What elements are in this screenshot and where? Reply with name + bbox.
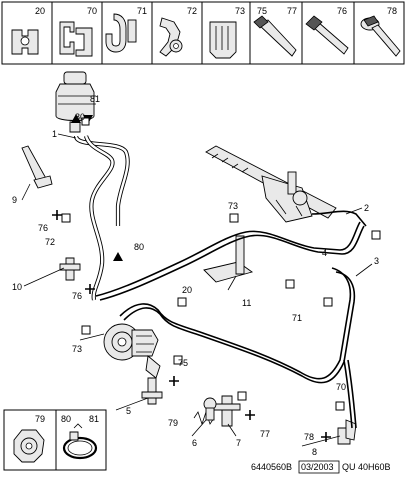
callout-10: 10	[12, 282, 22, 292]
callout-78: 78	[304, 432, 314, 442]
part-ref-76: 76	[337, 6, 347, 16]
leader-lines	[21, 133, 373, 447]
callout-3: 3	[374, 256, 379, 266]
bracket-9	[21, 145, 53, 189]
callout-80b: 80	[134, 242, 144, 252]
junction-squares	[61, 117, 381, 411]
callout-8: 8	[312, 447, 317, 457]
bracket-7	[213, 395, 241, 427]
footer-code: 6440560B	[251, 462, 292, 472]
nut-icon	[13, 429, 45, 463]
bracket-clip-icon	[159, 17, 183, 57]
callout-1: 1	[52, 129, 57, 139]
callout-73: 73	[228, 201, 238, 211]
callout-81: 81	[90, 94, 100, 104]
part-ref-73: 73	[235, 6, 245, 16]
spring-clamp-79	[193, 410, 215, 426]
bracket-8	[337, 419, 357, 445]
flow-arrow-80-top	[71, 114, 81, 123]
bracket-5	[141, 377, 163, 405]
inset-ref-81: 81	[89, 414, 99, 424]
callout-70: 70	[336, 382, 346, 392]
double-clip-icon	[59, 21, 93, 57]
part-ref-72: 72	[187, 6, 197, 16]
part-ref-20: 20	[35, 6, 45, 16]
callout-6: 6	[192, 438, 197, 448]
screw-icon	[253, 15, 297, 57]
part-ref-77: 77	[287, 6, 297, 16]
fastener-clip-icon	[209, 21, 237, 59]
part-ref-70: 70	[87, 6, 97, 16]
footer-date: 03/2003	[301, 462, 334, 472]
fixing-markers	[52, 210, 331, 442]
callout-20: 20	[182, 285, 192, 295]
clip-icon	[11, 29, 39, 55]
part-ref-78: 78	[387, 6, 397, 16]
footer-ref: QU 40H60B	[342, 462, 391, 472]
footer: 6440560B 03/2003 QU 40H60B	[251, 460, 391, 474]
part-ref-71: 71	[137, 6, 147, 16]
top-parts-strip: 20 70 71 72 73 75 7	[1, 1, 405, 65]
flange-bolt-icon	[360, 15, 401, 57]
power-steering-pump	[103, 323, 161, 379]
callout-75: 75	[178, 358, 188, 368]
bracket-11	[203, 235, 254, 283]
bolt-icon	[305, 15, 349, 55]
inset-ref-80: 80	[61, 414, 71, 424]
callout-2: 2	[364, 203, 369, 213]
flow-arrow-80-mid	[113, 252, 123, 261]
bracket-10	[59, 257, 81, 281]
clamp-6	[203, 397, 217, 421]
steering-rack	[205, 145, 337, 223]
callout-7: 7	[236, 438, 241, 448]
callout-76b: 76	[72, 291, 82, 301]
callout-76: 76	[38, 223, 48, 233]
callout-5: 5	[126, 406, 131, 416]
fluid-reservoir	[55, 71, 96, 133]
callout-77: 77	[260, 429, 270, 439]
inset-ref-79: 79	[35, 414, 45, 424]
callout-79: 79	[168, 418, 178, 428]
callout-71: 71	[292, 313, 302, 323]
callout-9: 9	[12, 195, 17, 205]
callout-72: 72	[45, 237, 55, 247]
callout-11: 11	[242, 298, 251, 308]
main-diagram: 80 81 1 9 76 72 10 76 80 73 2 3 4 11 71 …	[12, 71, 381, 457]
parts-inset: 79 80 81	[3, 409, 107, 471]
part-ref-75: 75	[257, 6, 267, 16]
callout-4: 4	[322, 248, 327, 258]
callout-80: 80	[75, 112, 85, 122]
callout-73b: 73	[72, 344, 82, 354]
hose-clip-icon	[105, 13, 137, 53]
hose-clamp-icon	[62, 423, 98, 460]
